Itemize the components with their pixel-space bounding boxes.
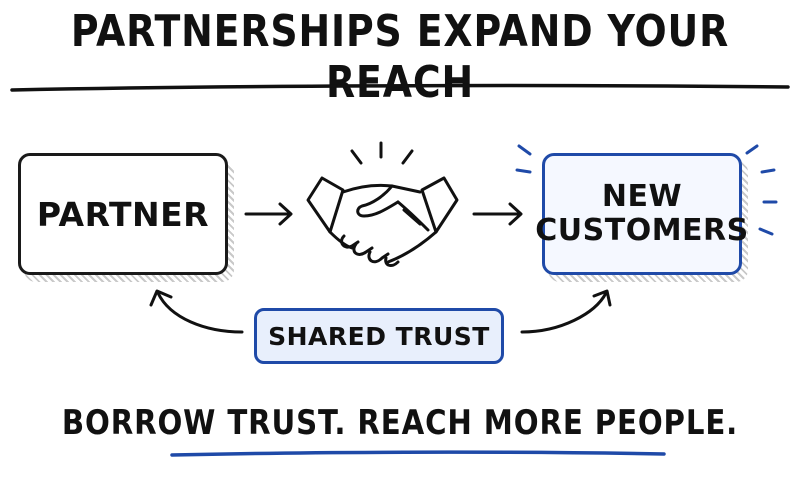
arrow-handshake-to-customers xyxy=(472,202,523,226)
new-customers-box: NEW CUSTOMERS xyxy=(535,153,748,275)
arrow-trust-to-partner xyxy=(149,289,244,334)
shared-trust-box: SHARED TRUST xyxy=(254,308,504,364)
handshake-icon xyxy=(306,141,459,267)
tagline: BORROW TRUST. REACH MORE PEOPLE. xyxy=(61,403,739,443)
partner-box: PARTNER xyxy=(18,153,228,275)
arrow-partner-to-handshake xyxy=(244,202,293,226)
page-title: PARTNERSHIPS EXPAND YOUR REACH xyxy=(70,6,730,108)
tagline-underline xyxy=(170,450,666,457)
title-underline xyxy=(10,83,790,92)
arrow-trust-to-customers xyxy=(520,289,612,334)
